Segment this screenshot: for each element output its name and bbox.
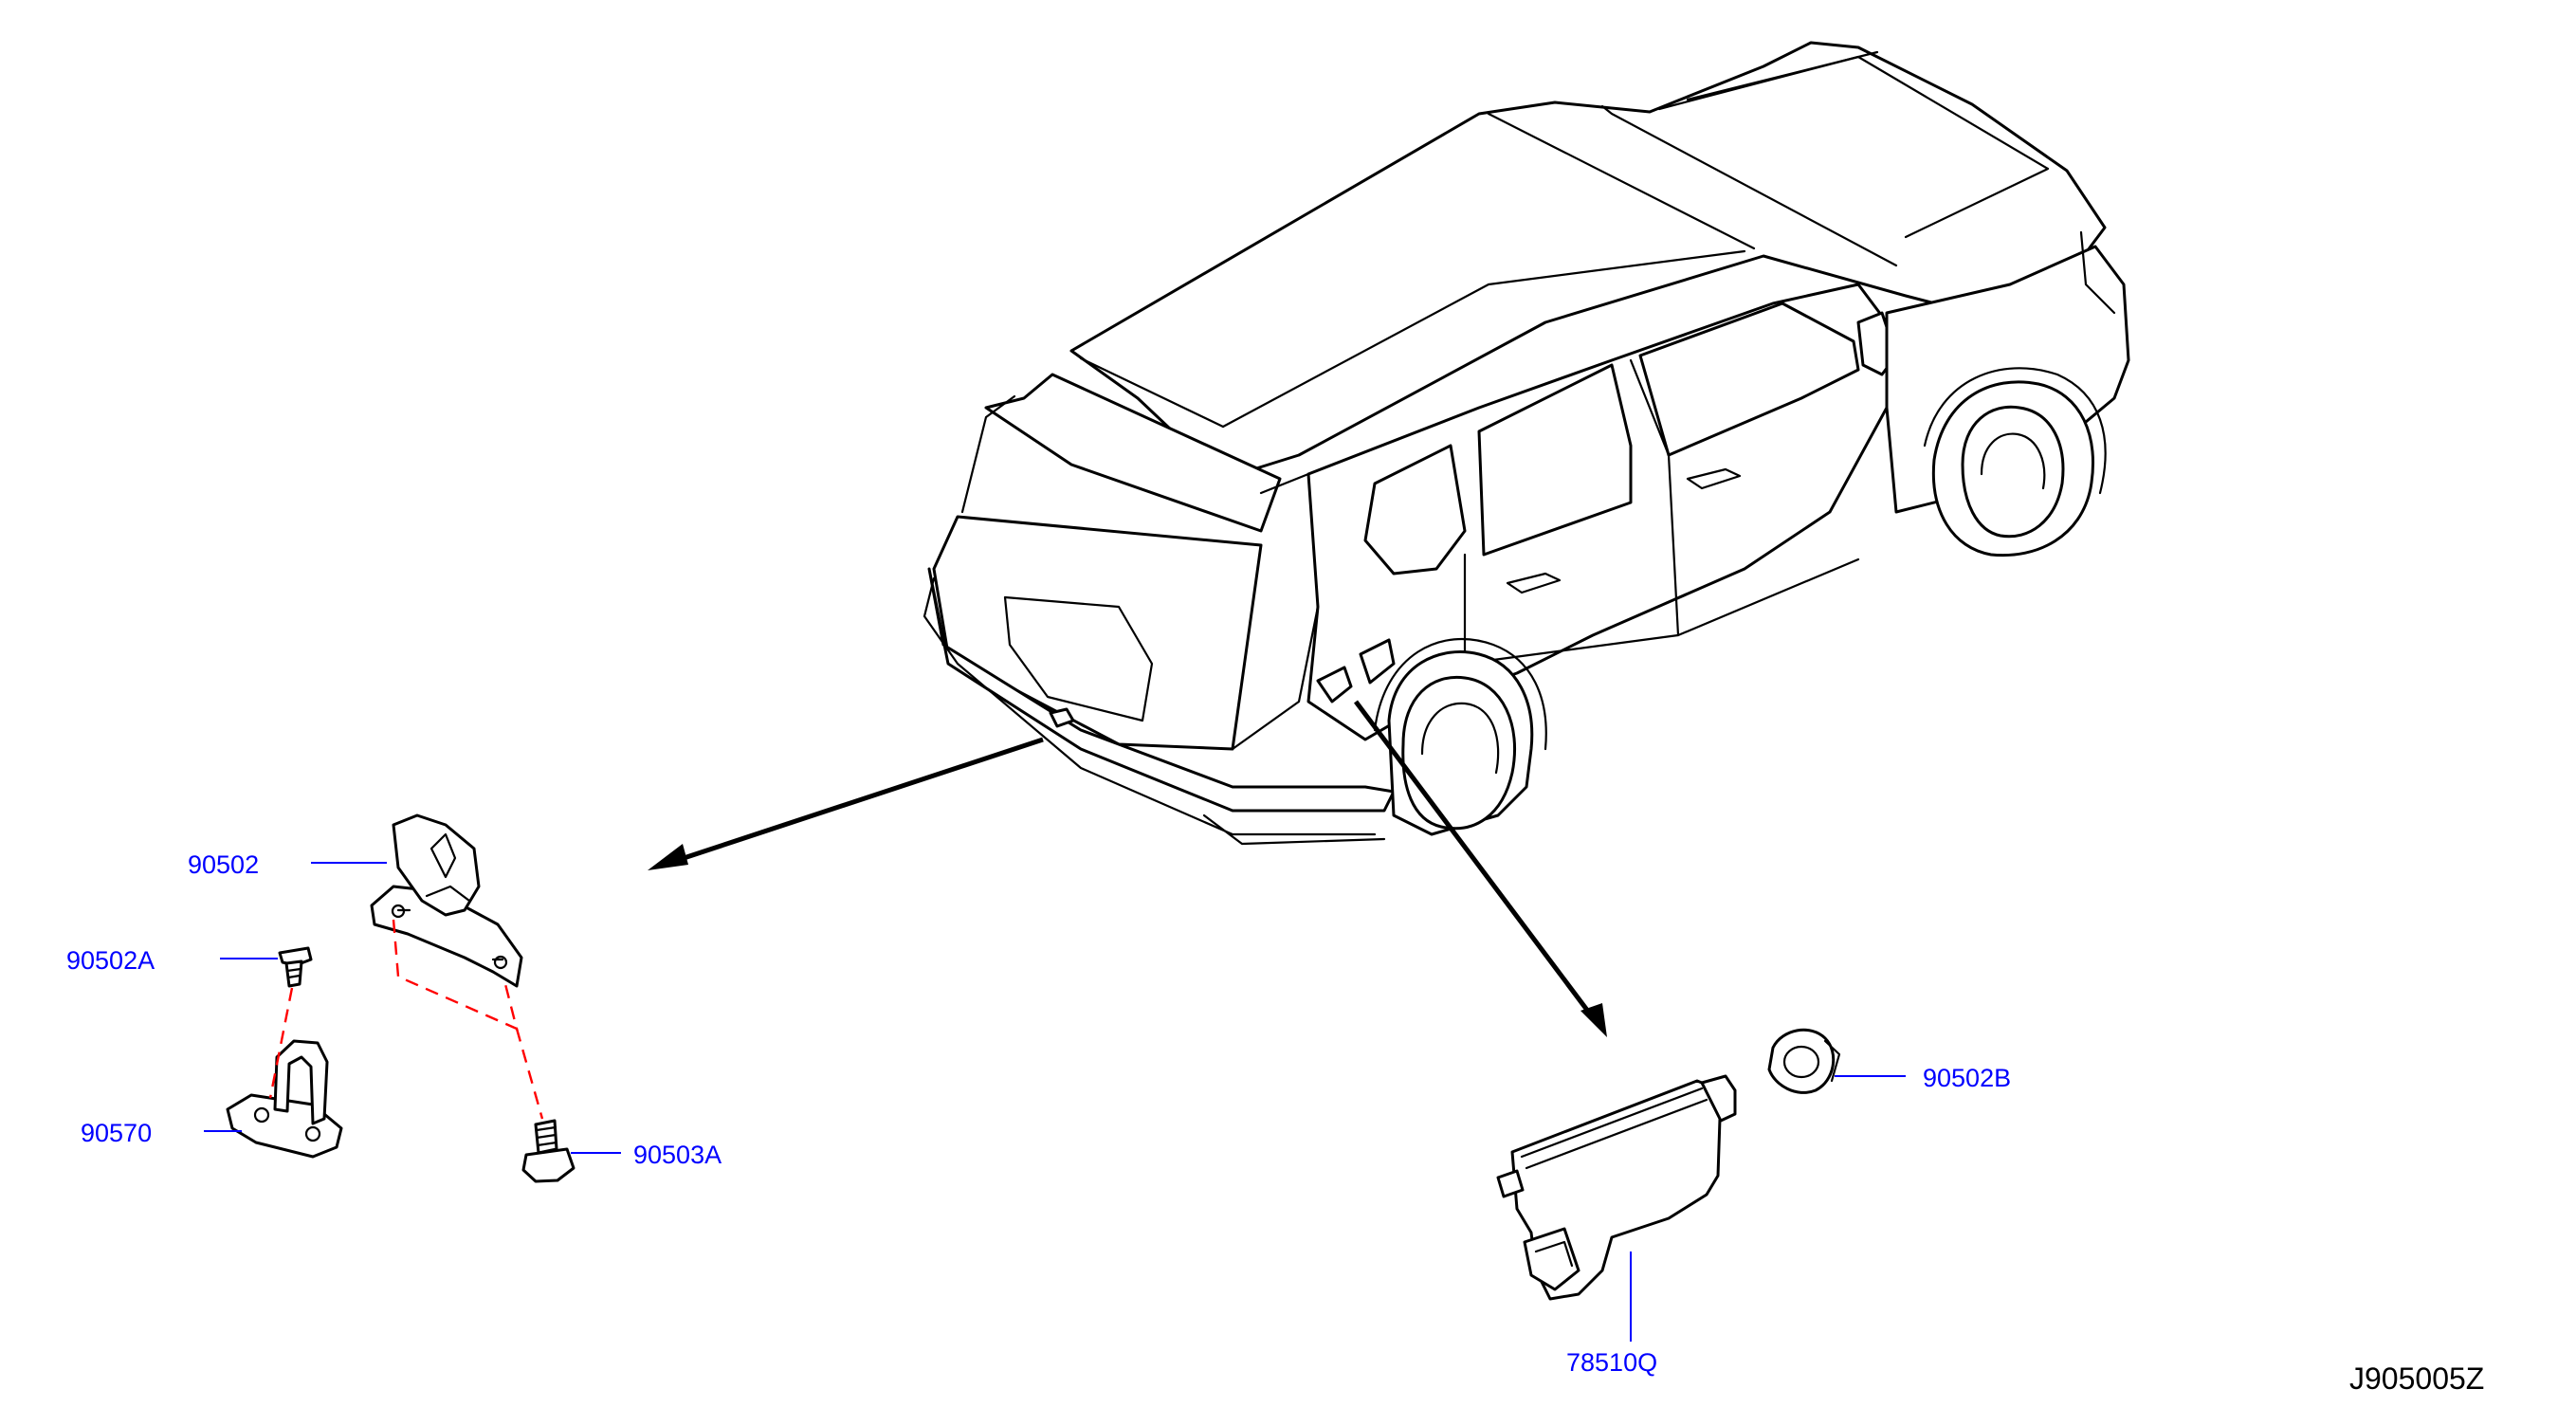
phantom-lines: [268, 919, 544, 1120]
arrow-head-left: [648, 844, 688, 870]
part-90502-lock: [370, 813, 523, 988]
label-90570[interactable]: 90570: [81, 1119, 153, 1147]
label-90503A[interactable]: 90503A: [633, 1141, 722, 1169]
part-90502A-screw: [278, 946, 313, 988]
label-90502[interactable]: 90502: [188, 850, 260, 879]
arrow-head-down: [1580, 1003, 1607, 1037]
label-78510Q[interactable]: 78510Q: [1566, 1348, 1658, 1377]
part-90503A-bolt: [521, 1119, 575, 1183]
leader-lines: [204, 862, 1906, 1342]
label-90502B[interactable]: 90502B: [1923, 1064, 2012, 1092]
pointer-arrows: [648, 700, 1607, 1037]
part-90570-striker: [226, 1039, 343, 1159]
part-90502B-grommet: [1767, 1028, 1841, 1094]
vehicle-illustration: [923, 41, 2130, 846]
diagram-code: J905005Z: [2349, 1361, 2485, 1396]
part-78510Q-actuator: [1496, 1074, 1737, 1301]
label-90502A[interactable]: 90502A: [66, 946, 155, 975]
